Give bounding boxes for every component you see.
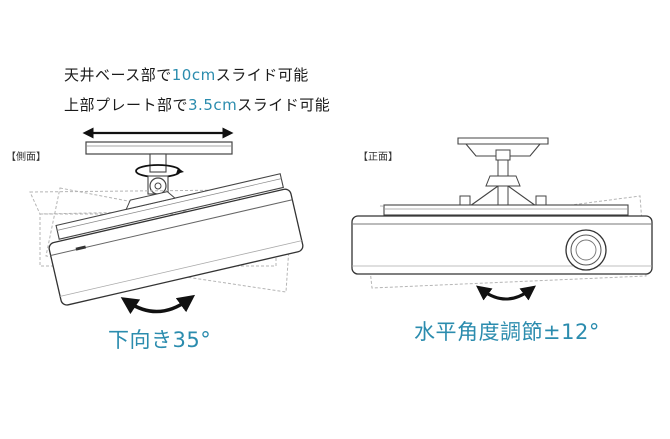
- horizontal-angle-text: 水平角度調節±12°: [414, 320, 600, 344]
- projector-body-front: [351, 215, 653, 275]
- slide-caption-plate: 上部プレート部で3.5cmスライド可能: [64, 94, 330, 115]
- front-view-label: 【正面】: [358, 152, 398, 163]
- projector-body-side: [48, 188, 304, 306]
- caption-1-tail: スライド可能: [215, 66, 309, 84]
- slide-caption-ceiling: 天井ベース部で10cmスライド可能: [64, 64, 309, 85]
- rotate-arrow-icon: [120, 294, 196, 315]
- ceiling-plate: [85, 141, 233, 155]
- side-view-label: 【側面】: [6, 152, 46, 163]
- front-view: [351, 137, 653, 301]
- caption-2-tail: スライド可能: [237, 96, 331, 114]
- caption-2-value: 3.5cm: [188, 96, 238, 114]
- caption-1-text: 天井ベース部で: [64, 66, 172, 84]
- side-view: [29, 127, 304, 315]
- mount-neck: [149, 153, 167, 173]
- rotate-arrow-icon: [475, 285, 537, 301]
- caption-2-text: 上部プレート部で: [64, 96, 189, 114]
- tilt-angle-text: 下向き35°: [108, 328, 212, 352]
- caption-1-value: 10cm: [171, 66, 216, 84]
